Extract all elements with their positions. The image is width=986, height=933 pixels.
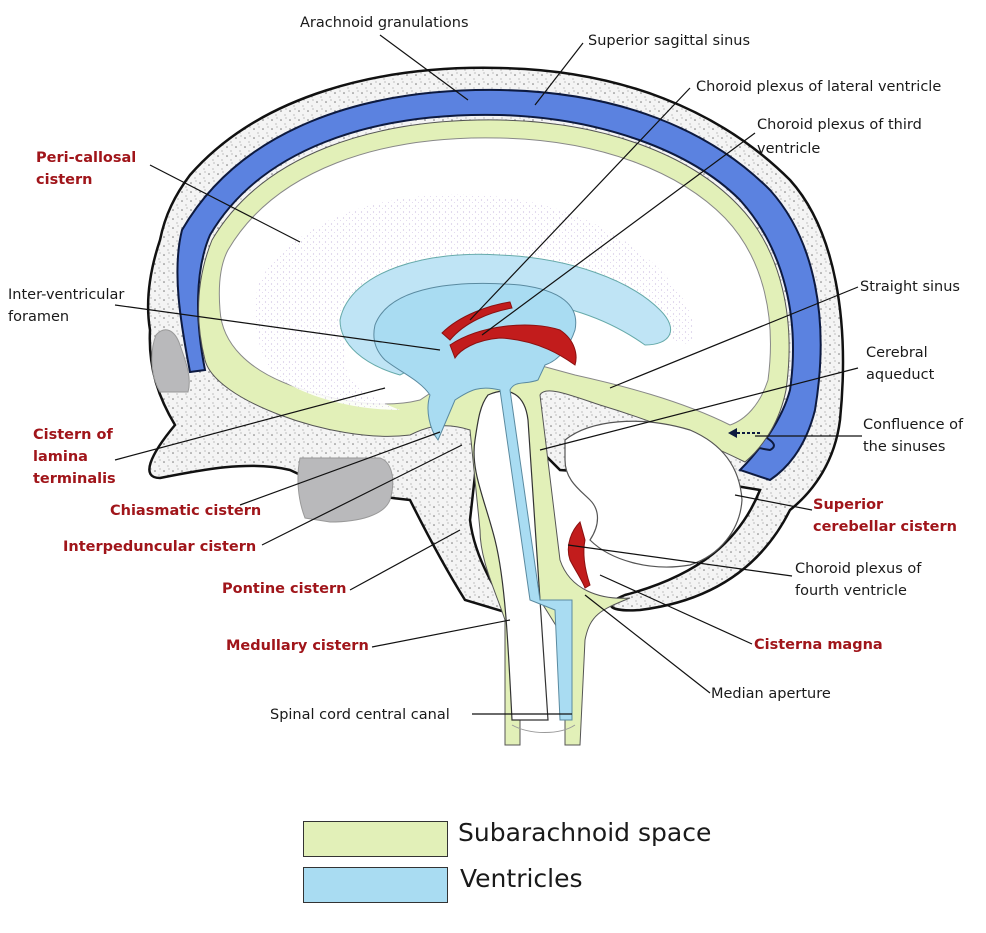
leader-interpeduncular [261,444,463,546]
confluence-arrow-head [728,428,737,438]
label-cerebral-aqueduct-line1: Cerebral [866,345,928,361]
label-lamina-terminalis-line3: terminalis [33,471,116,487]
label-confluence-line2: the sinuses [863,439,946,455]
label-arachnoid-granulations: Arachnoid granulations [300,15,469,31]
leader-inter-ventricular [114,304,441,351]
choroid-plexus-fourth [567,521,591,589]
choroid-plexus-third [449,324,577,366]
leader-medullary [371,619,511,648]
label-pontine-cistern: Pontine cistern [222,581,347,597]
leader-straight-sinus [609,286,859,389]
choroid-plexus-lateral [441,301,513,341]
leader-lines [114,34,862,715]
leader-cisterna-magna [599,574,753,645]
label-straight-sinus: Straight sinus [860,279,960,295]
label-peri-callosal-line1: Peri-callosal [36,150,137,166]
label-choroid-fourth-line2: fourth ventricle [795,583,907,599]
label-choroid-plexus-third-line1: Choroid plexus of third [757,117,922,133]
label-cisterna-magna: Cisterna magna [754,637,883,653]
brainstem [473,390,549,721]
frontal-sinus [151,329,190,393]
leader-cerebral-aqueduct [539,367,859,451]
legend-label-ventricles: Ventricles [460,864,583,893]
label-superior-cerebellar-line2: cerebellar cistern [813,519,957,535]
leader-arachnoid-granulations [379,34,469,101]
legend-swatch-ventricles [303,867,448,903]
legend-swatch-subarachnoid [303,821,448,857]
label-choroid-fourth-line1: Choroid plexus of [795,561,922,577]
label-median-aperture: Median aperture [711,686,831,702]
label-superior-sagittal-sinus: Superior sagittal sinus [588,33,751,49]
leader-pontine [349,529,461,591]
cerebellum [564,420,743,568]
leader-chiasmatic [239,431,441,506]
superior-sagittal-sinus [176,88,822,482]
label-chiasmatic-cistern: Chiasmatic cistern [110,503,262,519]
third-ventricle [373,282,577,721]
legend-label-subarachnoid: Subarachnoid space [458,818,712,847]
label-lamina-terminalis-line2: lamina [33,449,88,465]
leader-superior-cerebellar [734,494,813,511]
label-lamina-terminalis-line1: Cistern of [33,427,113,443]
cortex-stipple [255,194,694,410]
spinal-cord-end [511,724,576,733]
leader-median-aperture [584,594,711,694]
label-confluence-line1: Confluence of [863,417,964,433]
leader-choroid-third [481,132,756,336]
label-cerebral-aqueduct-line2: aqueduct [866,367,935,383]
leader-peri-callosal [149,164,301,243]
label-peri-callosal-line2: cistern [36,172,93,188]
label-superior-cerebellar-line1: Superior [813,497,884,513]
sphenoid-sinus [297,457,394,523]
label-inter-ventricular-line2: foramen [8,309,70,325]
leader-superior-sagittal-sinus [534,42,584,106]
leader-choroid-fourth [567,544,793,577]
label-spinal-cord-central-canal: Spinal cord central canal [270,707,450,723]
label-medullary-cistern: Medullary cistern [226,638,369,654]
label-inter-ventricular-line1: Inter-ventricular [8,287,125,303]
leader-choroid-lateral [469,87,691,321]
label-interpeduncular-cistern: Interpeduncular cistern [63,539,257,555]
label-choroid-plexus-third-line2: ventricle [757,141,821,157]
leader-lamina-terminalis [114,387,386,461]
label-choroid-plexus-lateral: Choroid plexus of lateral ventricle [696,79,942,95]
